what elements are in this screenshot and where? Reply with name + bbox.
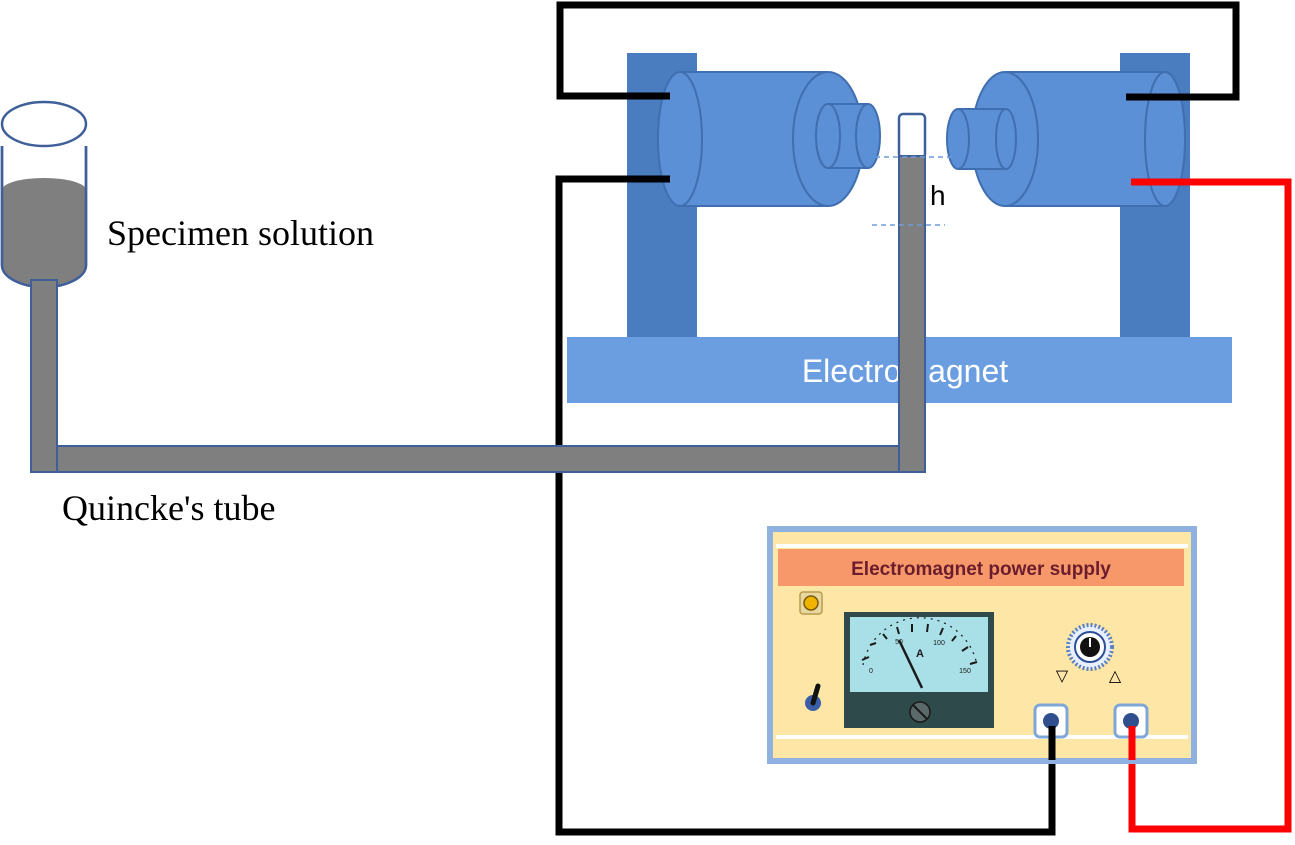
ammeter: 0 50 100 150 A [844,612,994,728]
ammeter-scale-100: 100 [933,640,945,647]
quinckes-tube-label: Quincke's tube [62,488,275,528]
specimen-solution-label: Specimen solution [107,213,374,253]
ammeter-scale-150: 150 [959,668,971,675]
height-label: h [930,180,946,211]
coil-link-wire [556,1,1240,101]
ammeter-ticks [861,623,978,665]
right-pole-piece [946,108,1017,170]
decrease-symbol: ▽ [1056,668,1069,685]
tube-horizontal-limb [56,445,901,473]
ammeter-scale-0: 0 [869,668,873,675]
indicator-lamp-icon [799,591,823,615]
tube-right-limb-liquid [898,155,926,473]
black-supply-wire [555,175,1056,836]
tube-right-limb-empty [897,112,927,160]
current-control-knob[interactable] [1066,623,1114,671]
power-toggle-switch[interactable] [805,683,821,711]
red-supply-wire [1128,178,1292,833]
tube-left-limb [30,279,58,473]
specimen-reservoir [0,100,88,289]
power-supply-title: Electromagnet power supply [851,559,1111,580]
increase-symbol: △ [1109,668,1122,685]
ammeter-unit: A [916,648,924,660]
ammeter-needle [897,639,924,689]
left-pole-piece [815,103,881,169]
power-supply-title-bar [778,549,1184,586]
quinckes-tube: h [0,100,952,473]
ammeter-zero-adjust-screw[interactable] [909,701,931,723]
circuit-wires [555,1,1292,836]
